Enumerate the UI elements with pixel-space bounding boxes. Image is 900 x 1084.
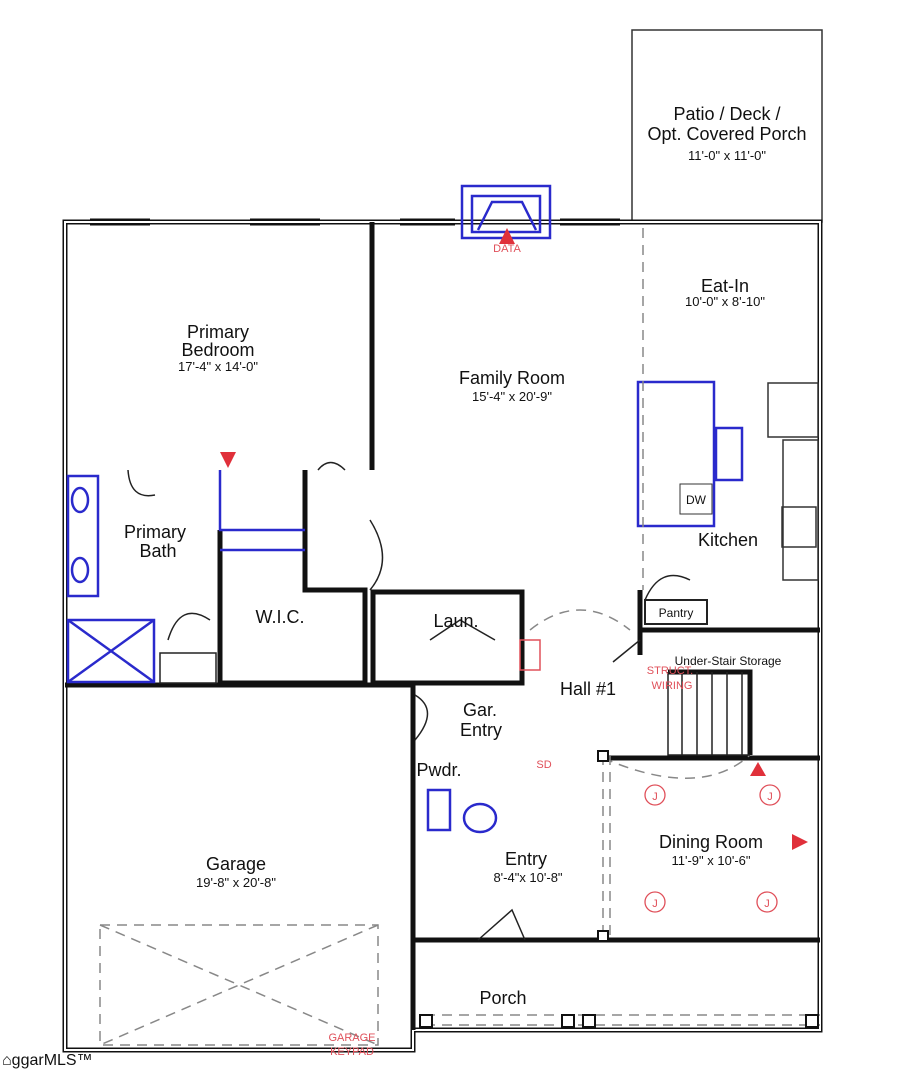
kitchen-island	[636, 380, 716, 528]
struct-wiring-label: STRUCT.	[647, 665, 693, 677]
bath-fixtures	[66, 470, 498, 834]
garage-keypad-label: GARAGE	[328, 1032, 375, 1044]
kitchen-label: Kitchen	[698, 530, 758, 550]
hall-label: Hall #1	[560, 679, 616, 699]
svg-text:17'-4" x 14'-0": 17'-4" x 14'-0"	[178, 359, 258, 374]
family-room-label: Family Room	[459, 368, 565, 388]
svg-text:10'-0" x 8'-10": 10'-0" x 8'-10"	[685, 294, 765, 309]
primary-bedroom-label: Primary	[187, 322, 249, 342]
powder-label: Pwdr.	[416, 760, 461, 780]
sink	[714, 426, 744, 482]
patio-label: Patio / Deck /	[673, 104, 780, 124]
svg-text:8'-4"x 10'-8": 8'-4"x 10'-8"	[493, 870, 562, 885]
junction-boxes: J J J J	[644, 784, 781, 913]
svg-text:Entry: Entry	[460, 720, 502, 740]
garage-entry-label: Gar.	[463, 700, 497, 720]
svg-text:J: J	[652, 898, 658, 910]
doors	[127, 461, 691, 941]
structured-wiring-panel	[519, 639, 541, 671]
svg-text:WIRING: WIRING	[652, 680, 693, 692]
garage-label: Garage	[206, 854, 266, 874]
eat-in-label: Eat-In	[701, 276, 749, 296]
svg-text:Bedroom: Bedroom	[181, 340, 254, 360]
primary-bath-label: Primary	[124, 522, 186, 542]
data-outlets	[220, 228, 808, 850]
svg-text:19'-8" x 20'-8": 19'-8" x 20'-8"	[196, 875, 276, 890]
windows	[90, 218, 620, 226]
svg-text:11'-9" x 10'-6": 11'-9" x 10'-6"	[672, 853, 751, 868]
range	[781, 506, 817, 548]
under-stair-label: Under-Stair Storage	[675, 654, 782, 668]
dashed-lines	[99, 228, 820, 1046]
house-icon: ⌂	[2, 1052, 12, 1069]
fireplace	[460, 184, 552, 240]
dishwasher-label: DW	[686, 493, 707, 507]
data-label: DATA	[493, 243, 521, 255]
counter	[782, 439, 819, 581]
svg-text:11'-0" x 11'-0": 11'-0" x 11'-0"	[688, 148, 766, 163]
exterior-wall	[62, 219, 823, 1053]
pantry-label: Pantry	[659, 606, 694, 620]
svg-text:J: J	[764, 898, 770, 910]
porch-label: Porch	[479, 988, 526, 1008]
laundry-label: Laun.	[433, 611, 478, 631]
stairs	[667, 672, 750, 756]
interior-walls	[65, 222, 820, 1030]
svg-text:Bath: Bath	[139, 541, 176, 561]
smoke-detector-label: SD	[536, 759, 551, 771]
svg-text:15'-4" x 20'-9": 15'-4" x 20'-9"	[472, 389, 552, 404]
svg-text:J: J	[652, 791, 658, 803]
pantry-box	[644, 599, 708, 625]
porch-columns	[419, 750, 819, 1028]
svg-text:KEYPAD: KEYPAD	[330, 1046, 374, 1058]
dining-room-label: Dining Room	[659, 832, 763, 852]
entry-label: Entry	[505, 849, 547, 869]
refrigerator	[767, 382, 819, 438]
mls-logo: ⌂ggarMLS™	[2, 1052, 93, 1069]
svg-text:Opt. Covered Porch: Opt. Covered Porch	[647, 124, 806, 144]
wic-label: W.I.C.	[256, 607, 305, 627]
svg-text:J: J	[767, 791, 773, 803]
